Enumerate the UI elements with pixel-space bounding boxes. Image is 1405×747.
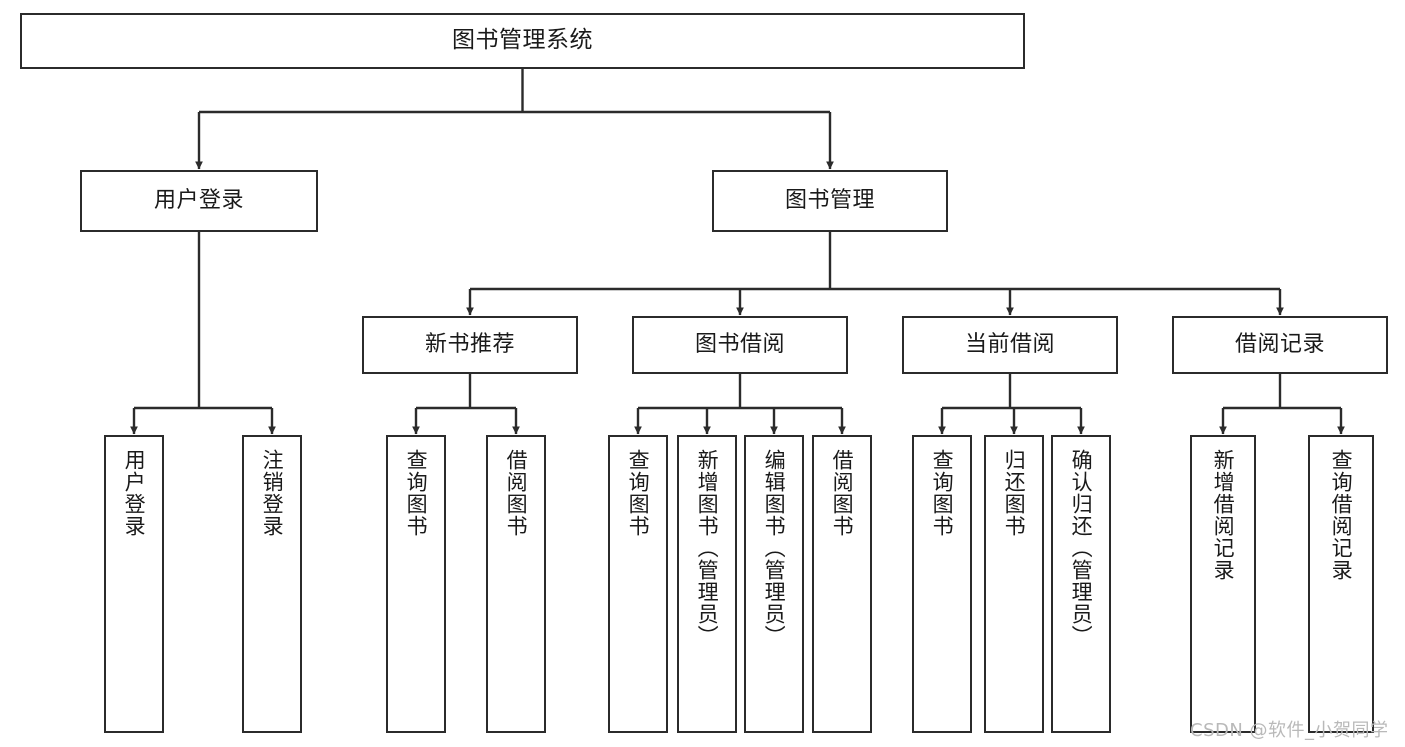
leaf-borrow-book-1[interactable]: 借阅图书	[486, 435, 546, 733]
node-label: 查询图书	[626, 449, 651, 537]
leaf-return-book[interactable]: 归还图书	[984, 435, 1044, 733]
csdn-watermark: CSDN @软件_小贺同学	[1190, 720, 1389, 741]
node-book-management[interactable]: 图书管理	[712, 170, 948, 232]
node-label: 借阅图书	[504, 449, 529, 537]
node-label: 归还图书	[1002, 449, 1027, 537]
node-user-login[interactable]: 用户登录	[80, 170, 318, 232]
leaf-logout[interactable]: 注销登录	[242, 435, 302, 733]
node-label: 新增图书（管理员）	[695, 449, 720, 647]
edges-group	[130, 69, 1345, 435]
leaf-query-book-2[interactable]: 查询图书	[608, 435, 668, 733]
node-current-borrowing[interactable]: 当前借阅	[902, 316, 1118, 374]
node-label: 借阅记录	[1234, 332, 1325, 358]
leaf-user-login[interactable]: 用户登录	[104, 435, 164, 733]
node-root-book-management-system[interactable]: 图书管理系统	[20, 13, 1025, 69]
node-label: 编辑图书（管理员）	[762, 449, 787, 647]
node-label: 查询图书	[930, 449, 955, 537]
node-label: 当前借阅	[964, 332, 1055, 358]
node-label: 图书管理	[784, 188, 875, 214]
node-label: 图书管理系统	[452, 27, 593, 54]
leaf-edit-book-admin[interactable]: 编辑图书（管理员）	[744, 435, 804, 733]
node-label: 新书推荐	[424, 332, 515, 358]
leaf-query-book-3[interactable]: 查询图书	[912, 435, 972, 733]
node-new-book-recommendation[interactable]: 新书推荐	[362, 316, 578, 374]
node-label: 确认归还（管理员）	[1069, 449, 1094, 647]
node-label: 注销登录	[260, 449, 285, 537]
node-label: 查询图书	[404, 449, 429, 537]
node-book-borrowing[interactable]: 图书借阅	[632, 316, 848, 374]
node-borrowing-records[interactable]: 借阅记录	[1172, 316, 1388, 374]
leaf-borrow-book-2[interactable]: 借阅图书	[812, 435, 872, 733]
node-label: 借阅图书	[830, 449, 855, 537]
leaf-add-borrow-record[interactable]: 新增借阅记录	[1190, 435, 1256, 733]
leaf-add-book-admin[interactable]: 新增图书（管理员）	[677, 435, 737, 733]
leaf-query-book-1[interactable]: 查询图书	[386, 435, 446, 733]
node-label: 新增借阅记录	[1211, 449, 1236, 581]
node-label: 查询借阅记录	[1329, 449, 1354, 581]
leaf-confirm-return-admin[interactable]: 确认归还（管理员）	[1051, 435, 1111, 733]
node-label: 用户登录	[122, 449, 147, 537]
node-label: 图书借阅	[694, 332, 785, 358]
node-label: 用户登录	[153, 188, 244, 214]
leaf-query-borrow-record[interactable]: 查询借阅记录	[1308, 435, 1374, 733]
